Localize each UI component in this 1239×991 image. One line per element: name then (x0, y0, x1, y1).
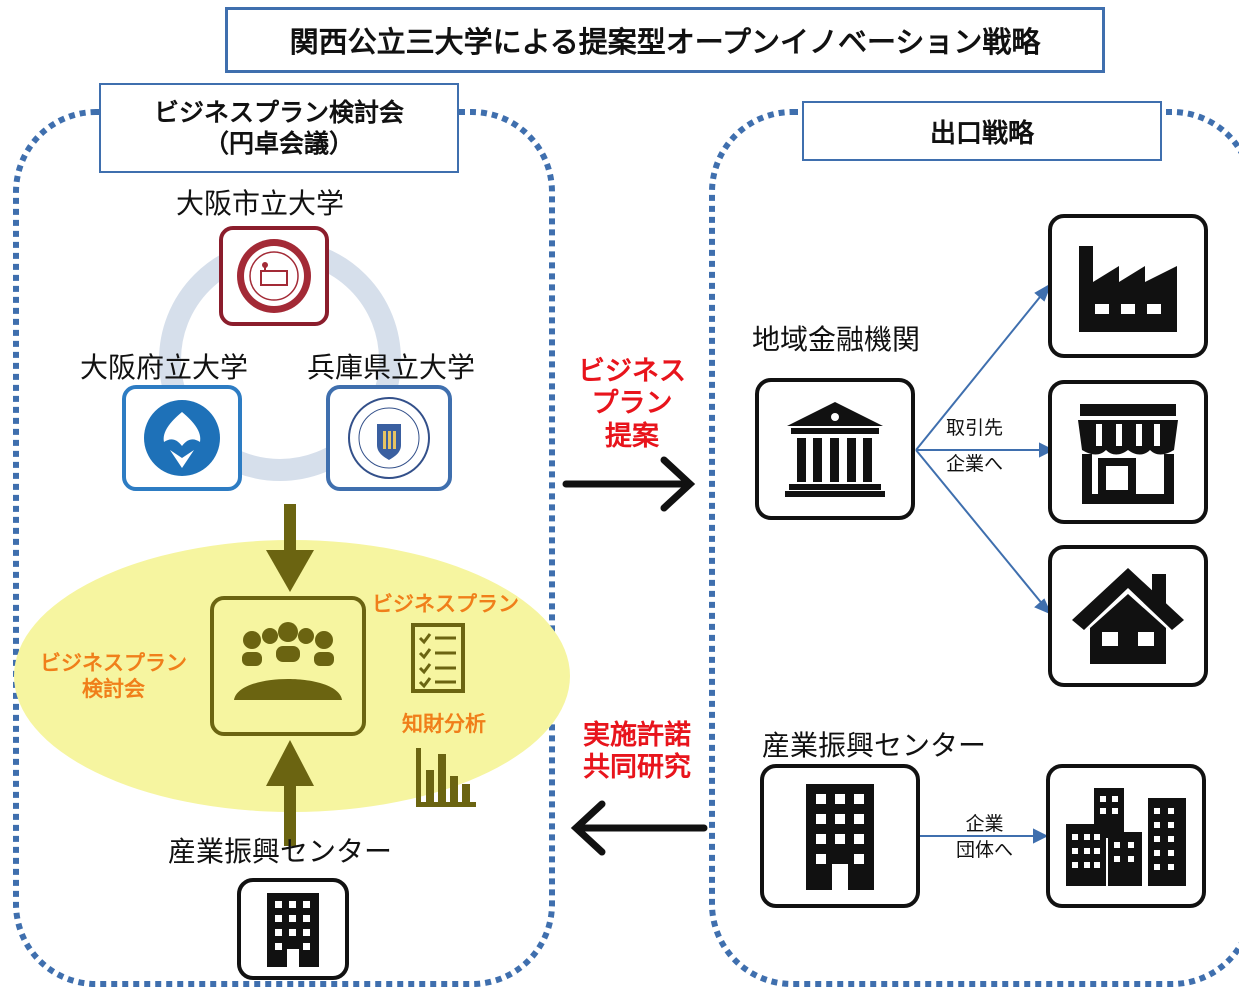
arrow-up-olive (266, 740, 314, 846)
factory-icon (1079, 246, 1177, 332)
factory-frame (1048, 214, 1208, 358)
seal-icon (237, 239, 311, 313)
house-icon (1072, 568, 1184, 664)
emblem-icon (144, 400, 220, 476)
university-right-label: 兵庫県立大学 (307, 351, 476, 384)
arrow-left-black (570, 800, 708, 856)
left-center-label: 産業振興センター (168, 835, 393, 868)
plan-label: ビジネスプラン (372, 592, 519, 616)
bank-branch-arrows (915, 282, 1055, 615)
osaka-city-university-logo (219, 226, 329, 326)
group-line2: 団体へ (956, 838, 1014, 861)
right-panel-header: 出口戦略 (802, 101, 1162, 161)
proposal-line3: 提案 (605, 420, 659, 452)
right-center-frame (760, 764, 920, 908)
proposal-line1: ビジネス (578, 356, 686, 387)
osaka-prefecture-university-logo (122, 385, 242, 491)
university-left-label: 大阪府立大学 (80, 351, 249, 384)
shop-icon (1078, 404, 1178, 504)
arrow-down-olive (266, 504, 314, 592)
left-header-line1: ビジネスプラン検討会 (153, 97, 404, 127)
ip-analysis-label: 知財分析 (402, 712, 486, 736)
center-to-group-arrow (920, 828, 1049, 844)
group-line1: 企業 (965, 813, 1004, 835)
left-center-frame (237, 878, 349, 980)
meeting-highlight (14, 540, 570, 812)
shop-frame (1048, 380, 1208, 524)
university-top-label: 大阪市立大学 (176, 187, 345, 220)
meeting-frame (210, 596, 366, 736)
finance-label: 地域金融機関 (752, 323, 921, 356)
arrow-right-black (562, 456, 696, 512)
bank-frame (755, 378, 915, 520)
meeting-icon (234, 622, 342, 700)
bar-chart-icon (416, 748, 476, 807)
client-line2: 企業へ (946, 453, 1004, 476)
client-line1: 取引先 (946, 417, 1004, 439)
proposal-label: ビジネス プラン 提案 (574, 356, 690, 453)
office-buildings-icon (1066, 788, 1186, 886)
client-label: 取引先 企業へ (946, 410, 1003, 482)
bank-icon (785, 402, 885, 497)
crest-icon (348, 397, 430, 479)
meeting-label: ビジネスプラン 検討会 (40, 650, 187, 703)
house-frame (1048, 545, 1208, 687)
license-line2: 共同研究 (583, 752, 691, 784)
office-buildings-frame (1046, 764, 1206, 908)
left-header-line2: （円卓会議） (203, 129, 354, 158)
meeting-label-line2: 検討会 (82, 677, 145, 702)
proposal-line2: プラン (591, 388, 673, 420)
meeting-label-line1: ビジネスプラン (40, 651, 187, 675)
left-panel-header: ビジネスプラン検討会 （円卓会議） (99, 83, 459, 173)
hyogo-university-logo (326, 385, 452, 491)
group-label: 企業 団体へ (956, 812, 1013, 863)
license-label: 実施許諾 共同研究 (574, 720, 700, 785)
right-center-label: 産業振興センター (762, 729, 987, 762)
page-title: 関西公立三大学による提案型オープンイノベーション戦略 (225, 7, 1105, 73)
building-icon (267, 893, 319, 967)
checklist-icon (411, 623, 465, 693)
license-line1: 実施許諾 (583, 720, 691, 751)
building-icon (806, 784, 874, 890)
